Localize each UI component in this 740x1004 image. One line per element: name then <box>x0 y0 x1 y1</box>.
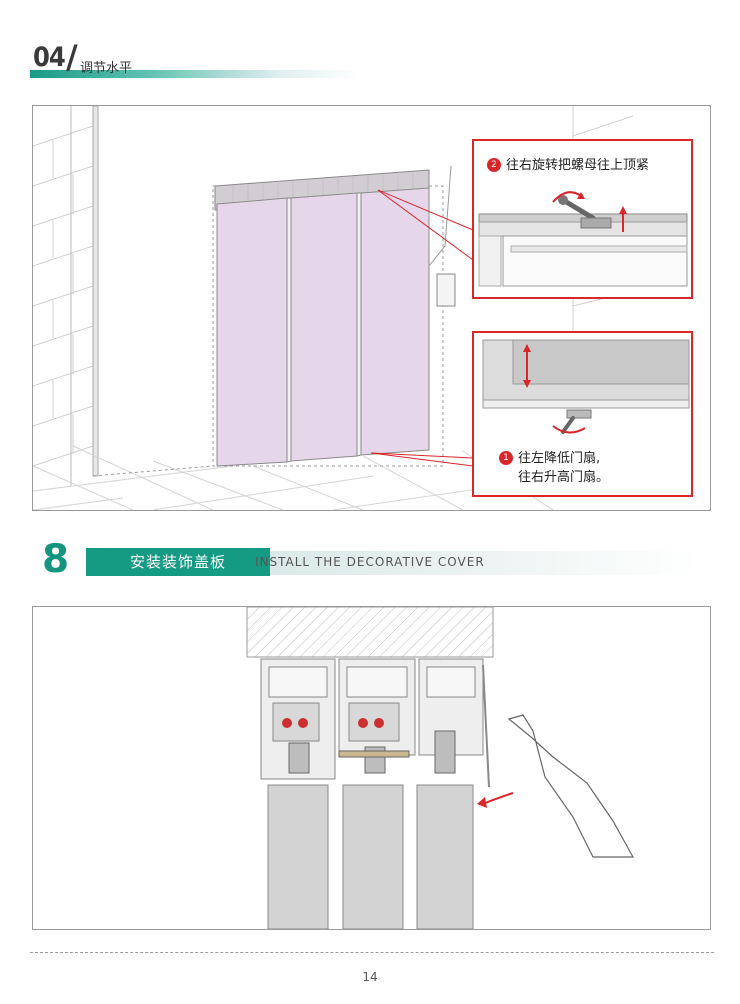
detail-nut-tighten <box>472 139 693 299</box>
chapter-title: 调节水平 <box>80 61 133 76</box>
detail-height-adjust <box>472 331 693 497</box>
step-badge-1: 1 <box>499 451 513 465</box>
cover-install-illustration <box>32 606 711 930</box>
section-en-bar <box>240 551 700 575</box>
chapter-header-bar <box>30 70 360 78</box>
track-profiles <box>260 658 484 780</box>
door-leaves <box>216 187 430 467</box>
chapter-number: 04 <box>33 42 66 73</box>
footer-divider <box>30 952 714 953</box>
cover-install-drawing <box>246 607 635 929</box>
section-header: 8 安装装饰盖板 INSTALL THE DECORATIVE COVER <box>42 537 702 584</box>
step-badge-2: 2 <box>487 158 501 172</box>
callout-tighten-nut-text: 往右旋转把螺母往上顶紧 <box>506 158 650 173</box>
leader-lines <box>370 189 474 467</box>
page-number: 14 <box>362 970 378 984</box>
section-title-zh: 安装装饰盖板 <box>86 548 270 576</box>
callout-adjust-line1: 往左降低门扇, <box>518 451 601 466</box>
callout-adjust-line2: 往右升高门扇。 <box>518 470 610 485</box>
callout-tighten-nut: 2 往右旋转把螺母往上顶紧 <box>487 156 649 175</box>
leveling-drawing <box>33 106 693 510</box>
leveling-illustration: 2 往右旋转把螺母往上顶紧 1 往左降低门扇, 往右升高门扇。 <box>32 105 711 511</box>
brick-wall-left <box>33 125 94 467</box>
section-title-en: INSTALL THE DECORATIVE COVER <box>255 555 485 569</box>
floor-tiles <box>33 445 554 510</box>
chapter-header: 04 / 调节水平 <box>30 38 360 80</box>
door-leaves-section <box>267 784 474 929</box>
callout-adjust-height: 1 往左降低门扇, 往右升高门扇。 <box>499 449 609 487</box>
chapter-slash: / <box>66 38 78 76</box>
section-number: 8 <box>42 537 70 582</box>
hand-drawing <box>507 714 635 858</box>
